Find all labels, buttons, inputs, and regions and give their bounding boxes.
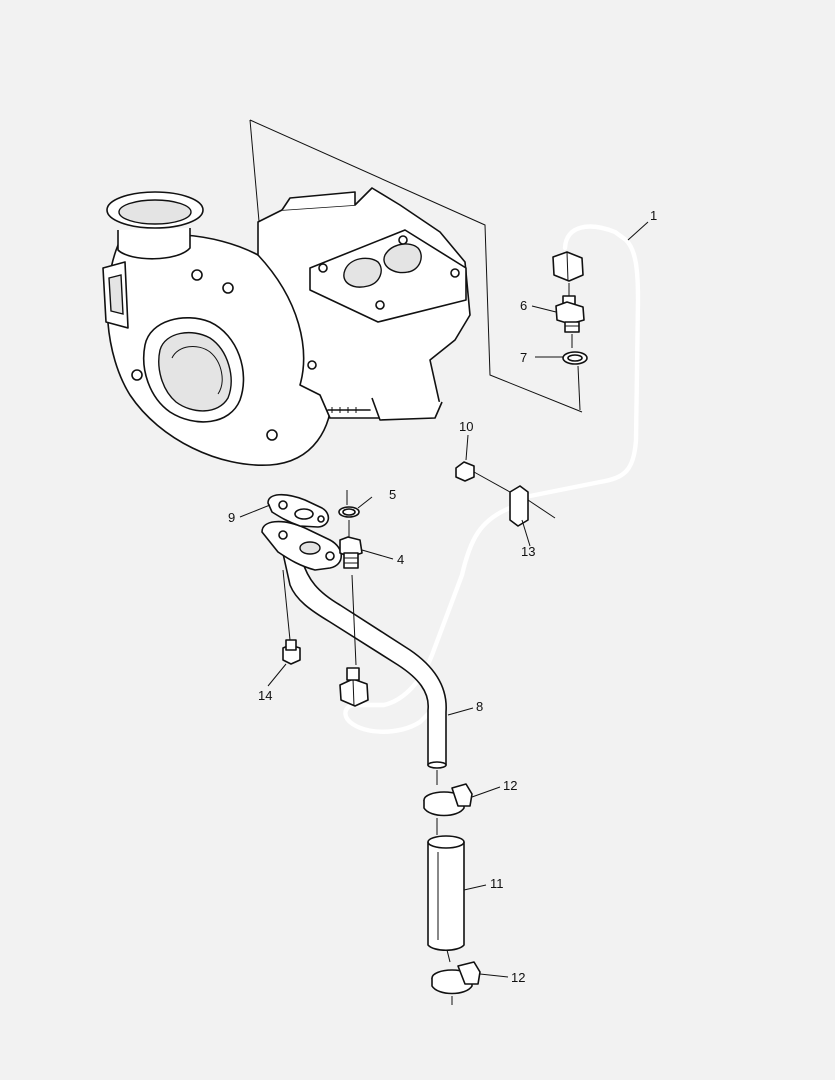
callout-6: 6 — [520, 298, 527, 313]
oil-supply-line — [339, 224, 641, 734]
callout-12-lower: 12 — [511, 970, 525, 985]
callout-14: 14 — [258, 688, 272, 703]
adapter-fitting — [338, 490, 363, 666]
bolt-10 — [455, 461, 511, 493]
hose-clamp-lower — [431, 949, 481, 1005]
clip-13 — [509, 485, 556, 527]
gasket — [267, 493, 330, 528]
callout-9: 9 — [228, 510, 235, 525]
bolt-14 — [282, 569, 301, 665]
callout-12-upper: 12 — [503, 778, 517, 793]
adapter-6 — [555, 283, 588, 411]
callout-1: 1 — [650, 208, 657, 223]
callout-5: 5 — [389, 487, 396, 502]
callout-13: 13 — [521, 544, 535, 559]
turbocharger — [102, 187, 471, 466]
hose — [427, 835, 465, 952]
callout-8: 8 — [476, 699, 483, 714]
callout-4: 4 — [397, 552, 404, 567]
callout-labels: 1 4 5 6 7 8 9 10 11 12 12 13 14 — [228, 208, 657, 985]
oil-drain-line — [261, 520, 447, 769]
hose-clamp-upper — [423, 770, 473, 835]
leader-lines — [239, 221, 649, 978]
callout-11: 11 — [490, 876, 504, 891]
callout-10: 10 — [459, 419, 473, 434]
callout-7: 7 — [520, 350, 527, 365]
